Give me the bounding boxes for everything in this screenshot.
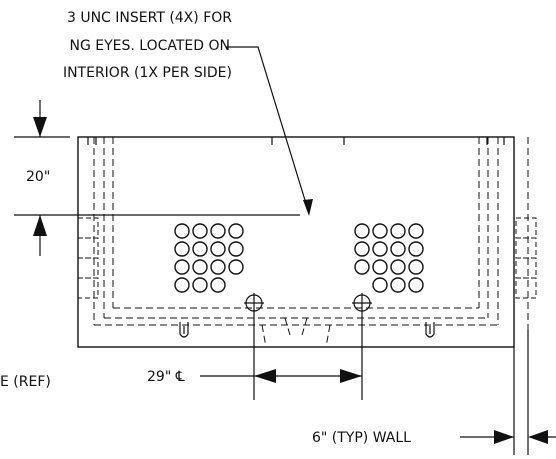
center-dimension-label: 29" ℄ xyxy=(147,369,185,385)
left-side-pockets xyxy=(77,217,99,299)
hole-grid-left xyxy=(174,223,244,293)
hole xyxy=(228,259,244,275)
hole xyxy=(210,259,226,275)
hole xyxy=(408,223,424,239)
hole xyxy=(174,277,190,293)
hole xyxy=(408,277,424,293)
hole xyxy=(174,241,190,257)
lifting-insert-left xyxy=(244,293,264,313)
right-side-pockets xyxy=(515,217,537,299)
note-leader-line xyxy=(226,46,309,211)
height-arrow-top xyxy=(33,117,47,137)
hole xyxy=(192,223,208,239)
hole xyxy=(354,241,370,257)
hole xyxy=(372,259,388,275)
wall-arrow-left xyxy=(494,430,514,444)
hole xyxy=(192,277,208,293)
height-dimension-label: 20" xyxy=(26,169,50,185)
height-arrow-bottom xyxy=(33,215,47,236)
hole xyxy=(210,241,226,257)
hole xyxy=(390,223,406,239)
hole xyxy=(228,241,244,257)
anchor-symbol-left xyxy=(179,322,189,338)
hole xyxy=(210,277,226,293)
hole xyxy=(372,223,388,239)
block-outline xyxy=(77,136,515,348)
hole xyxy=(174,223,190,239)
wall-dimension-label: 6" (TYP) WALL xyxy=(312,430,411,446)
hole xyxy=(210,223,226,239)
lifting-insert-right xyxy=(352,293,372,313)
hole xyxy=(354,259,370,275)
hole xyxy=(228,223,244,239)
hole xyxy=(192,259,208,275)
hole xyxy=(372,241,388,257)
center-arrow-left xyxy=(254,369,276,383)
hole xyxy=(408,259,424,275)
hole xyxy=(192,241,208,257)
reference-label: E (REF) xyxy=(0,374,51,390)
hole xyxy=(372,277,388,293)
wall-arrow-right xyxy=(528,430,548,444)
hole xyxy=(174,259,190,275)
interior-hidden-lines xyxy=(93,137,529,348)
hole xyxy=(390,277,406,293)
top-tick-marks xyxy=(87,137,505,145)
height-dimension xyxy=(14,100,300,256)
hole xyxy=(354,223,370,239)
hole xyxy=(390,259,406,275)
center-arrow-right xyxy=(340,369,362,383)
note-line-1: 3 UNC INSERT (4X) FOR xyxy=(67,10,232,26)
anchor-symbol-right xyxy=(425,322,435,338)
hole xyxy=(408,241,424,257)
center-dimension xyxy=(200,313,363,400)
leader-arrowhead xyxy=(303,199,313,216)
note-line-3: INTERIOR (1X PER SIDE) xyxy=(63,65,232,81)
note-line-2: NG EYES. LOCATED ON xyxy=(69,38,230,54)
hole xyxy=(390,241,406,257)
hole-grid-right xyxy=(354,223,424,293)
